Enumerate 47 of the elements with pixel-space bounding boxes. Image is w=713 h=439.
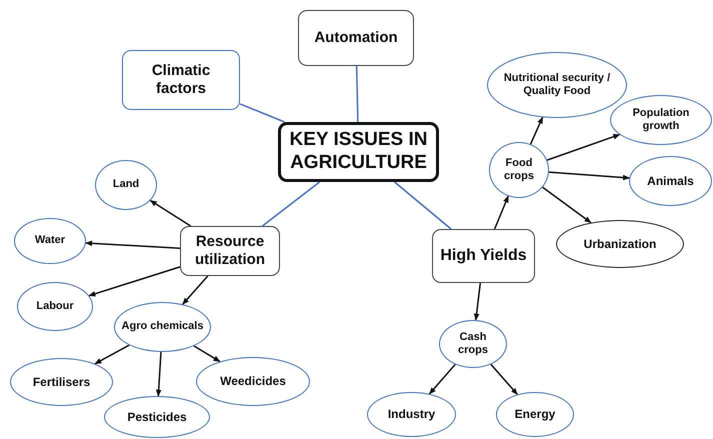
topic-box: [180, 226, 280, 276]
node-label: Urbanization: [584, 236, 656, 252]
arrow: [546, 134, 620, 161]
node-label: Agro chemicals: [122, 320, 204, 334]
topic-box: [122, 50, 240, 110]
node-label: Land: [112, 178, 140, 192]
arrow: [85, 240, 180, 249]
arrow: [194, 345, 220, 362]
connector-line: [262, 181, 320, 227]
arrow: [88, 266, 180, 296]
connector-line: [394, 181, 452, 230]
node-label: Weedicides: [220, 374, 286, 389]
node-label: High Yields: [440, 246, 527, 266]
node-label: Fertilisers: [32, 374, 90, 390]
node-label: Food crops: [503, 156, 535, 184]
subtopic-oval: [17, 282, 93, 331]
node-label: Pesticides: [127, 410, 187, 424]
arrow: [182, 276, 208, 305]
node-label: Industry: [388, 407, 436, 422]
connector-line: [356, 66, 359, 122]
connector-line: [240, 103, 285, 123]
subtopic-oval: [610, 95, 712, 145]
arrow: [474, 282, 482, 321]
arrow: [94, 344, 130, 364]
topic-box: [432, 229, 535, 283]
arrow: [548, 171, 630, 180]
node-label: Energy: [514, 407, 556, 422]
arrow: [490, 364, 518, 395]
node-label: Automation: [314, 29, 398, 47]
node-label: Animals: [647, 174, 694, 188]
central-topic-box: [278, 122, 439, 182]
node-label: Climatic factors: [150, 62, 212, 98]
node-label: Resource utilization: [194, 233, 266, 269]
arrow: [530, 116, 544, 144]
arrow: [428, 364, 456, 394]
topic-box: [298, 10, 414, 66]
node-label: Nutritional security / Quality Food: [502, 72, 612, 98]
arrow: [494, 195, 509, 230]
node-label: KEY ISSUES IN AGRICULTURE: [288, 129, 428, 175]
node-label: Population growth: [632, 106, 690, 134]
node-label: Labour: [36, 300, 74, 314]
arrow: [156, 352, 162, 397]
node-label: Cash crops: [457, 330, 489, 358]
node-label: Water: [34, 234, 66, 248]
subtopic-oval: [95, 160, 157, 210]
arrow: [542, 186, 592, 224]
arrow: [150, 200, 191, 227]
